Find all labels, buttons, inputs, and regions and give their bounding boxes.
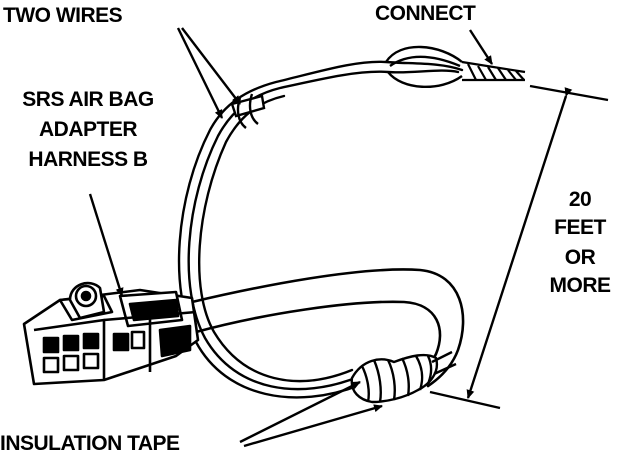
harness-leader (88, 193, 124, 297)
harness-label-line-2: ADAPTER (38, 118, 138, 141)
connect-label: CONNECT (375, 2, 476, 25)
distance-label-line-1: 20 (568, 188, 592, 211)
two-wires-label: TWO WIRES (3, 4, 123, 27)
harness-label-line-3: HARNESS B (28, 148, 148, 171)
wire-loop (177, 60, 464, 399)
dimension-tick-bottom (429, 390, 501, 410)
dimension-tick-top (529, 84, 609, 102)
insulation-tape-splice (350, 350, 457, 404)
insulation-leader-2 (243, 404, 383, 448)
twisted-wire-end (461, 60, 526, 82)
distance-label-line-3: OR (564, 246, 596, 269)
distance-dimension (429, 84, 609, 410)
distance-label-line-4: MORE (549, 274, 612, 297)
two-wires-leader-2 (181, 27, 241, 105)
adapter-connector (22, 281, 200, 386)
insulation-tape-label: INSULATION TAPE (0, 432, 180, 455)
insulation-leader-1 (239, 380, 361, 444)
two-wires-leader-1 (176, 27, 224, 119)
harness-label-line-1: SRS AIR BAG (22, 88, 154, 111)
dimension-arrow-line (466, 87, 573, 399)
distance-label-line-2: FEET (554, 216, 606, 239)
wire-clip (230, 93, 266, 129)
wire-connection-loop (384, 45, 463, 88)
leader-lines (88, 27, 494, 448)
connect-leader (468, 29, 494, 65)
